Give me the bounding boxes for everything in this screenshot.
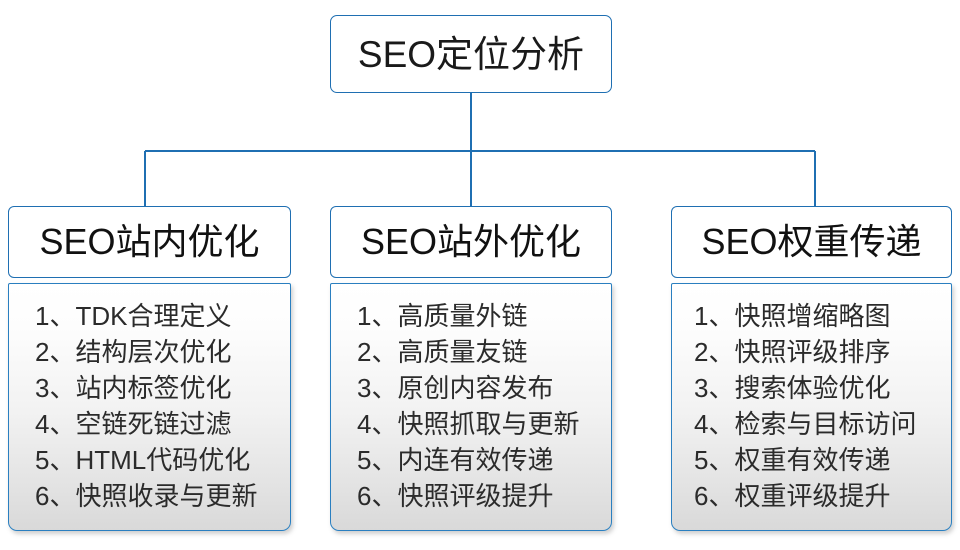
list-item-text: 搜索体验优化 (734, 373, 891, 403)
list-item-index: 1、 (694, 301, 735, 331)
branch-header-3[interactable]: SEO权重传递 (671, 206, 952, 278)
branch-header-label-3: SEO权重传递 (701, 221, 922, 262)
list-item-index: 4、 (357, 409, 398, 439)
list-item-text: 快照增缩略图 (734, 301, 891, 331)
branch-header-label-1: SEO站内优化 (39, 221, 260, 262)
list-item: 4、检索与目标访问 (672, 406, 951, 442)
list-item-text: 权重有效传递 (734, 445, 891, 475)
list-item: 6、快照收录与更新 (9, 478, 290, 514)
list-item-text: 原创内容发布 (397, 373, 554, 403)
branch-header-1[interactable]: SEO站内优化 (8, 206, 291, 278)
list-item-text: TDK合理定义 (75, 301, 232, 331)
list-item-index: 2、 (357, 337, 398, 367)
list-item: 3、原创内容发布 (331, 370, 611, 406)
list-item-index: 5、 (357, 445, 398, 475)
branch-column-3: SEO权重传递 1、快照增缩略图 2、快照评级排序 3、搜索体验优化 4、检索与… (671, 206, 952, 531)
branch-column-2: SEO站外优化 1、高质量外链 2、高质量友链 3、原创内容发布 4、快照抓取与… (330, 206, 612, 531)
branch-column-1: SEO站内优化 1、TDK合理定义 2、结构层次优化 3、站内标签优化 4、空链… (8, 206, 291, 531)
list-item-index: 1、 (357, 301, 398, 331)
list-item: 3、站内标签优化 (9, 370, 290, 406)
branch-item-list-1: 1、TDK合理定义 2、结构层次优化 3、站内标签优化 4、空链死链过滤 5、H… (9, 298, 290, 514)
list-item-text: 快照抓取与更新 (397, 409, 580, 439)
list-item-index: 4、 (35, 409, 76, 439)
list-item: 1、快照增缩略图 (672, 298, 951, 334)
branch-header-label-2: SEO站外优化 (360, 221, 582, 262)
list-item: 6、权重评级提升 (672, 478, 951, 514)
list-item-text: 高质量友链 (397, 337, 528, 367)
root-node[interactable]: SEO定位分析 (330, 15, 612, 93)
list-item: 4、快照抓取与更新 (331, 406, 611, 442)
list-item-index: 6、 (35, 481, 76, 511)
branch-body-2: 1、高质量外链 2、高质量友链 3、原创内容发布 4、快照抓取与更新 5、内连有… (330, 283, 612, 531)
branch-body-1: 1、TDK合理定义 2、结构层次优化 3、站内标签优化 4、空链死链过滤 5、H… (8, 283, 291, 531)
list-item-text: 检索与目标访问 (734, 409, 917, 439)
branch-body-3: 1、快照增缩略图 2、快照评级排序 3、搜索体验优化 4、检索与目标访问 5、权… (671, 283, 952, 531)
list-item: 1、TDK合理定义 (9, 298, 290, 334)
list-item-index: 6、 (357, 481, 398, 511)
list-item-text: 内连有效传递 (397, 445, 554, 475)
branch-item-list-3: 1、快照增缩略图 2、快照评级排序 3、搜索体验优化 4、检索与目标访问 5、权… (672, 298, 951, 514)
list-item-text: HTML代码优化 (75, 445, 251, 475)
list-item: 2、高质量友链 (331, 334, 611, 370)
list-item-index: 5、 (35, 445, 76, 475)
list-item: 5、HTML代码优化 (9, 442, 290, 478)
branch-item-list-2: 1、高质量外链 2、高质量友链 3、原创内容发布 4、快照抓取与更新 5、内连有… (331, 298, 611, 514)
list-item-index: 4、 (694, 409, 735, 439)
list-item: 5、内连有效传递 (331, 442, 611, 478)
list-item-text: 快照评级排序 (734, 337, 891, 367)
list-item: 3、搜索体验优化 (672, 370, 951, 406)
list-item-text: 快照评级提升 (397, 481, 554, 511)
list-item-index: 5、 (694, 445, 735, 475)
list-item: 2、结构层次优化 (9, 334, 290, 370)
list-item-index: 2、 (694, 337, 735, 367)
list-item-text: 权重评级提升 (734, 481, 891, 511)
list-item: 1、高质量外链 (331, 298, 611, 334)
list-item-index: 3、 (694, 373, 735, 403)
list-item-text: 高质量外链 (397, 301, 528, 331)
list-item: 4、空链死链过滤 (9, 406, 290, 442)
list-item: 2、快照评级排序 (672, 334, 951, 370)
list-item-text: 结构层次优化 (75, 337, 232, 367)
list-item: 5、权重有效传递 (672, 442, 951, 478)
list-item-index: 3、 (357, 373, 398, 403)
list-item-index: 1、 (35, 301, 76, 331)
list-item-index: 6、 (694, 481, 735, 511)
list-item: 6、快照评级提升 (331, 478, 611, 514)
list-item-text: 快照收录与更新 (75, 481, 258, 511)
list-item-index: 2、 (35, 337, 76, 367)
branch-header-2[interactable]: SEO站外优化 (330, 206, 612, 278)
list-item-text: 站内标签优化 (75, 373, 232, 403)
list-item-text: 空链死链过滤 (75, 409, 232, 439)
list-item-index: 3、 (35, 373, 76, 403)
root-node-label: SEO定位分析 (357, 33, 585, 75)
